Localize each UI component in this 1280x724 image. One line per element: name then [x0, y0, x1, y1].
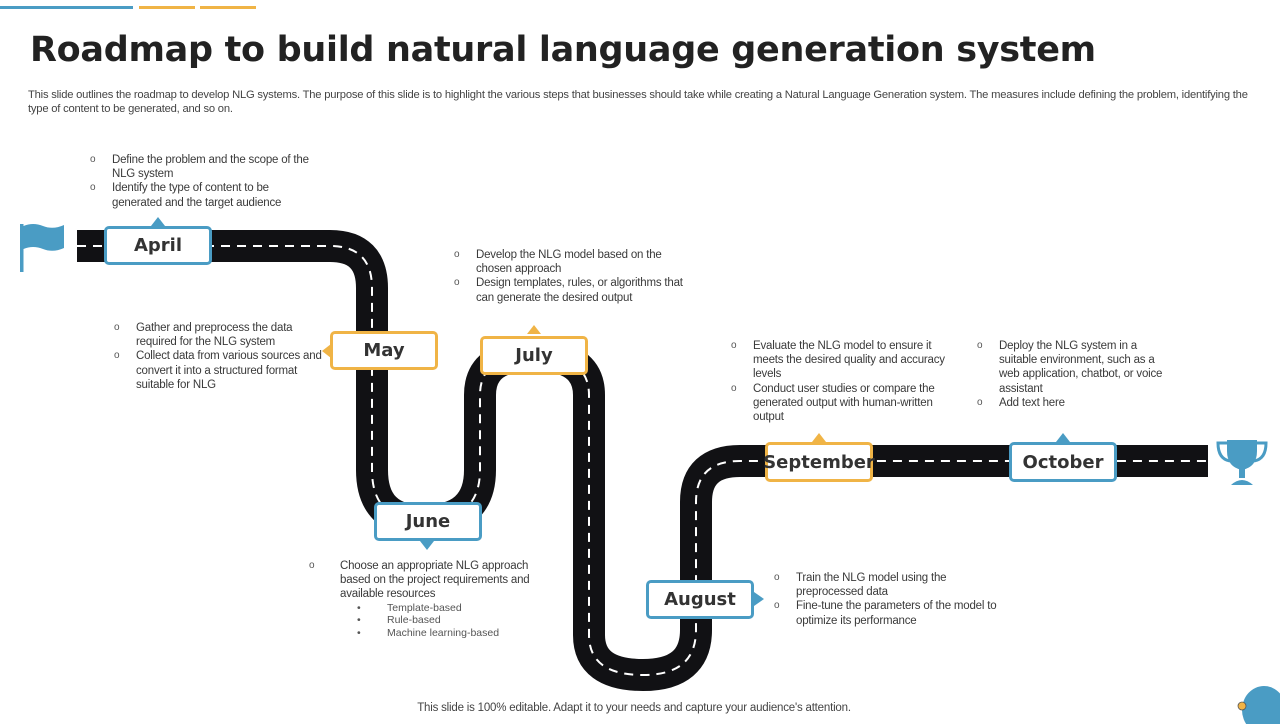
- april-notes: Define the problem and the scope of the …: [90, 153, 320, 210]
- september-pointer: [812, 433, 826, 442]
- note-item: Fine-tune the parameters of the model to…: [774, 599, 1014, 627]
- approach-item: Machine learning-based: [357, 627, 559, 640]
- milestone-april-label: April: [133, 235, 183, 256]
- october-notes: Deploy the NLG system in a suitable envi…: [977, 339, 1167, 410]
- corner-decoration-icon: [1237, 686, 1280, 724]
- approach-item: Template-based: [357, 602, 559, 615]
- note-item: Design templates, rules, or algorithms t…: [454, 276, 694, 304]
- august-notes: Train the NLG model using the preprocess…: [774, 571, 1014, 628]
- april-pointer: [151, 217, 165, 226]
- note-item: Collect data from various sources and co…: [114, 349, 324, 392]
- page-description: This slide outlines the roadmap to devel…: [28, 89, 1248, 115]
- note-item: Train the NLG model using the preprocess…: [774, 571, 1014, 599]
- note-item: Define the problem and the scope of the …: [90, 153, 320, 181]
- page-title: Roadmap to build natural language genera…: [30, 30, 1096, 70]
- may-pointer: [322, 344, 331, 358]
- june-notes-list: Choose an appropriate NLG approach based…: [309, 559, 559, 602]
- note-item: Deploy the NLG system in a suitable envi…: [977, 339, 1167, 396]
- top-accent-bar-gold-1: [139, 6, 195, 9]
- milestone-october-label: October: [1022, 451, 1104, 473]
- june-notes: Choose an appropriate NLG approach based…: [309, 559, 559, 639]
- milestone-june[interactable]: June: [374, 502, 482, 541]
- approach-item: Rule-based: [357, 614, 559, 627]
- flag-icon: [20, 224, 64, 272]
- trophy-icon: [1216, 440, 1268, 485]
- may-notes: Gather and preprocess the data required …: [114, 321, 324, 392]
- note-item: Develop the NLG model based on the chose…: [454, 248, 694, 276]
- milestone-august[interactable]: August: [646, 580, 754, 619]
- milestone-may-label: May: [363, 340, 405, 361]
- milestone-july-label: July: [515, 345, 553, 366]
- top-accent-bar-gold-2: [200, 6, 256, 9]
- september-notes: Evaluate the NLG model to ensure it meet…: [731, 339, 951, 424]
- note-item: Gather and preprocess the data required …: [114, 321, 324, 349]
- milestone-april[interactable]: April: [104, 226, 212, 265]
- october-pointer: [1056, 433, 1070, 442]
- milestone-june-label: June: [405, 511, 451, 532]
- june-pointer: [420, 541, 434, 550]
- note-item: Add text here: [977, 396, 1167, 410]
- note-item: Evaluate the NLG model to ensure it meet…: [731, 339, 951, 382]
- milestone-september[interactable]: September: [763, 442, 875, 482]
- milestone-july[interactable]: July: [480, 336, 588, 375]
- milestone-august-label: August: [664, 589, 736, 610]
- note-item: Conduct user studies or compare the gene…: [731, 382, 951, 425]
- footer-note: This slide is 100% editable. Adapt it to…: [417, 702, 851, 714]
- milestone-october[interactable]: October: [1009, 442, 1117, 482]
- july-pointer: [527, 325, 541, 334]
- milestone-may[interactable]: May: [330, 331, 438, 370]
- note-item: Identify the type of content to be gener…: [90, 181, 320, 209]
- july-notes: Develop the NLG model based on the chose…: [454, 248, 694, 305]
- top-accent-bar-blue: [0, 6, 133, 9]
- june-approach-list: Template-based Rule-based Machine learni…: [357, 602, 559, 640]
- milestone-september-label: September: [763, 451, 875, 473]
- august-pointer: [754, 592, 764, 606]
- note-item: Choose an appropriate NLG approach based…: [309, 559, 559, 602]
